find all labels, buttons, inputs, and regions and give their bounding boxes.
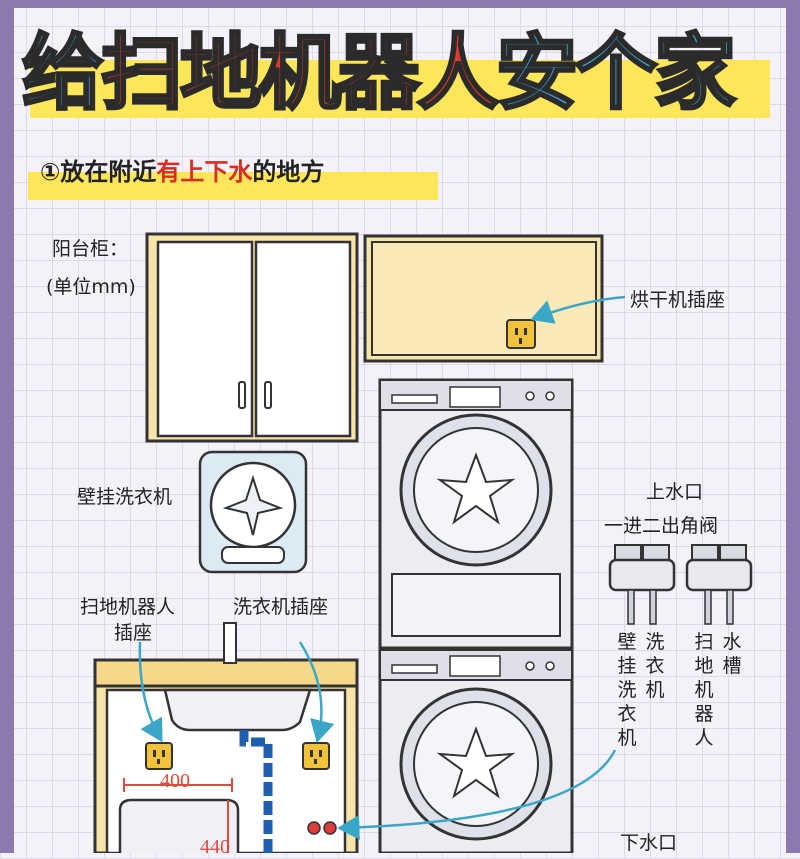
valve-out-sink: 水槽 xyxy=(722,631,742,677)
unit-label: (单位mm) xyxy=(46,276,136,298)
water-inlet-label: 上水口 xyxy=(646,481,704,503)
robot-socket-label-line2: 插座 xyxy=(114,622,153,644)
wall-washer-icon xyxy=(198,450,308,574)
washing-machine xyxy=(378,648,574,853)
title-part-1: 给 xyxy=(20,25,105,123)
washer-socket-icon xyxy=(302,742,330,770)
dimension-width: 400 xyxy=(160,770,190,792)
dryer-cabinet xyxy=(363,234,604,363)
section-text-highlight: 有上下水 xyxy=(156,158,253,186)
frame-left xyxy=(0,0,14,853)
section-subtitle: ①放在附近有上下水的地方 xyxy=(40,152,324,192)
angle-valve-label: 一进二出角阀 xyxy=(604,515,719,537)
section-text-after: 的地方 xyxy=(252,158,325,186)
valve-out-robot: 扫地机器人 xyxy=(694,631,714,749)
section-text-before: 放在附近 xyxy=(60,158,157,186)
wall-washer-label: 壁挂洗衣机 xyxy=(77,486,173,508)
wall-cabinet xyxy=(145,232,359,443)
dryer-socket-label: 烘干机插座 xyxy=(630,289,726,311)
robot-socket-icon xyxy=(145,742,173,770)
dimension-height: 440 xyxy=(200,836,230,858)
section-number: ① xyxy=(40,158,61,186)
valve-out-wall-washer: 壁挂洗衣机 xyxy=(617,631,637,749)
title-part-2: 扫地机器人 xyxy=(100,25,501,123)
dryer-machine xyxy=(378,378,574,650)
frame-top xyxy=(0,0,800,8)
valve-out-washer: 洗衣机 xyxy=(645,631,665,701)
angle-valve-right-icon xyxy=(685,544,753,625)
dryer-socket-icon xyxy=(506,319,536,349)
water-outlet-label: 下水口 xyxy=(620,832,678,854)
robot-socket-label-line1: 扫地机器人 xyxy=(80,596,176,618)
robot-base-outline xyxy=(118,778,240,853)
drain-outlet-dots xyxy=(307,821,337,835)
subtitle-highlight xyxy=(28,172,438,200)
drain-pipe xyxy=(239,730,273,853)
callout-arrows xyxy=(138,295,626,840)
title-highlight xyxy=(30,60,770,118)
washer-socket-label: 洗衣机插座 xyxy=(233,596,329,618)
angle-valve-left-icon xyxy=(608,544,676,625)
page-title: 给扫地机器人安个家 xyxy=(20,24,782,124)
cabinet-label: 阳台柜： xyxy=(52,238,129,260)
title-part-3: 安个家 xyxy=(495,25,738,123)
frame-right xyxy=(786,0,800,853)
